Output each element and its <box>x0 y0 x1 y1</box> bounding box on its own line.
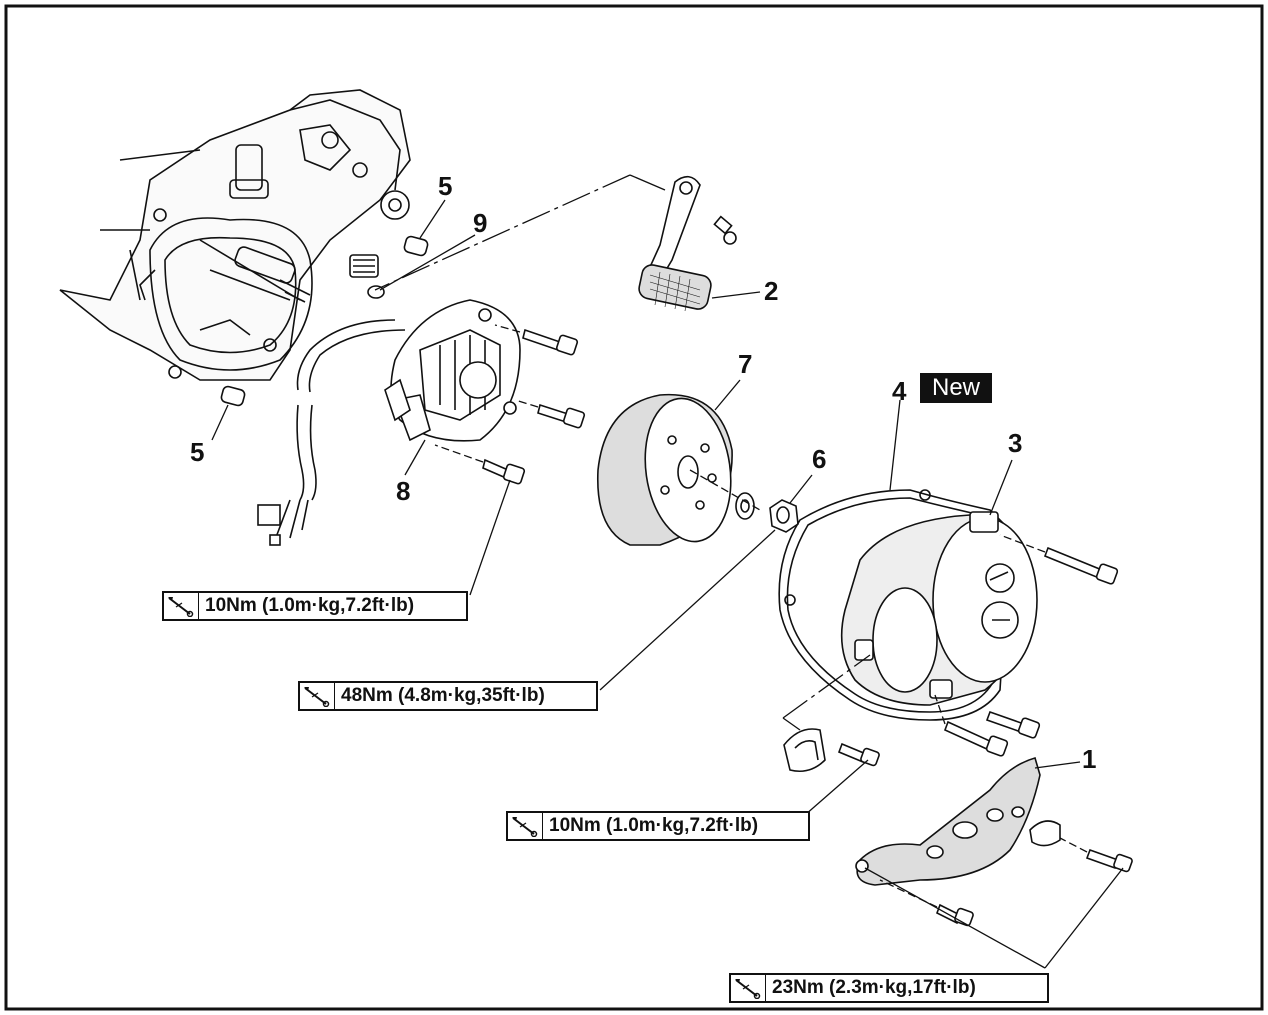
part-label-2: 2 <box>764 276 778 306</box>
part-label-7: 7 <box>738 349 752 379</box>
torque-spec-rotor-nut: 48Nm (4.8m·kg,35ft·lb) <box>298 681 598 711</box>
part-label-3: 3 <box>1008 428 1022 458</box>
wire-clamp <box>783 728 880 773</box>
dowel-pin-lower <box>220 385 246 407</box>
torque-spec-text: 23Nm (2.3m·kg,17ft·lb) <box>772 977 976 998</box>
torque-spec-stator-bolts: 10Nm (1.0m·kg,7.2ft·lb) <box>162 591 468 621</box>
part-label-8: 8 <box>396 476 410 506</box>
stator-wire-harness <box>257 319 406 546</box>
washer-and-nut <box>735 492 799 533</box>
torque-spec-clamp-bolt: 10Nm (1.0m·kg,7.2ft·lb) <box>506 811 810 841</box>
part-label-6: 6 <box>812 444 826 474</box>
part-label-5-lower: 5 <box>190 437 204 467</box>
new-part-badge: New <box>920 373 992 403</box>
torque-wrench-icon <box>731 975 766 1001</box>
torque-wrench-icon <box>300 683 335 709</box>
stator-screws <box>482 328 586 485</box>
cover-bolts <box>943 546 1119 757</box>
dowel-pin-upper <box>403 235 429 257</box>
engine-crankcase <box>59 89 411 381</box>
frame-border <box>4 4 1264 1011</box>
part-label-5-upper: 5 <box>438 171 452 201</box>
torque-spec-cover-bolts: 23Nm (2.3m·kg,17ft·lb) <box>729 973 1049 1003</box>
dowel-pins <box>220 235 429 407</box>
part-number-labels: 1 2 3 4 5 5 6 7 8 9 <box>190 171 1096 774</box>
part-label-4: 4 <box>892 376 907 406</box>
woodruff-key <box>367 285 385 299</box>
torque-spec-text: 10Nm (1.0m·kg,7.2ft·lb) <box>205 595 415 616</box>
torque-spec-text: 10Nm (1.0m·kg,7.2ft·lb) <box>549 815 759 836</box>
part-label-1: 1 <box>1082 744 1096 774</box>
torque-wrench-icon <box>508 813 543 839</box>
crankcase-cover <box>840 511 1038 706</box>
torque-spec-text: 48Nm (4.8m·kg,35ft·lb) <box>341 685 545 706</box>
guard-plate <box>855 757 1133 927</box>
stator-assembly <box>384 299 521 442</box>
gasket <box>778 489 1011 721</box>
rotor-flywheel <box>596 393 733 546</box>
leader-lines <box>211 174 1124 969</box>
torque-wrench-icon <box>164 593 199 619</box>
part-label-9: 9 <box>473 208 487 238</box>
shift-pedal <box>638 175 737 312</box>
